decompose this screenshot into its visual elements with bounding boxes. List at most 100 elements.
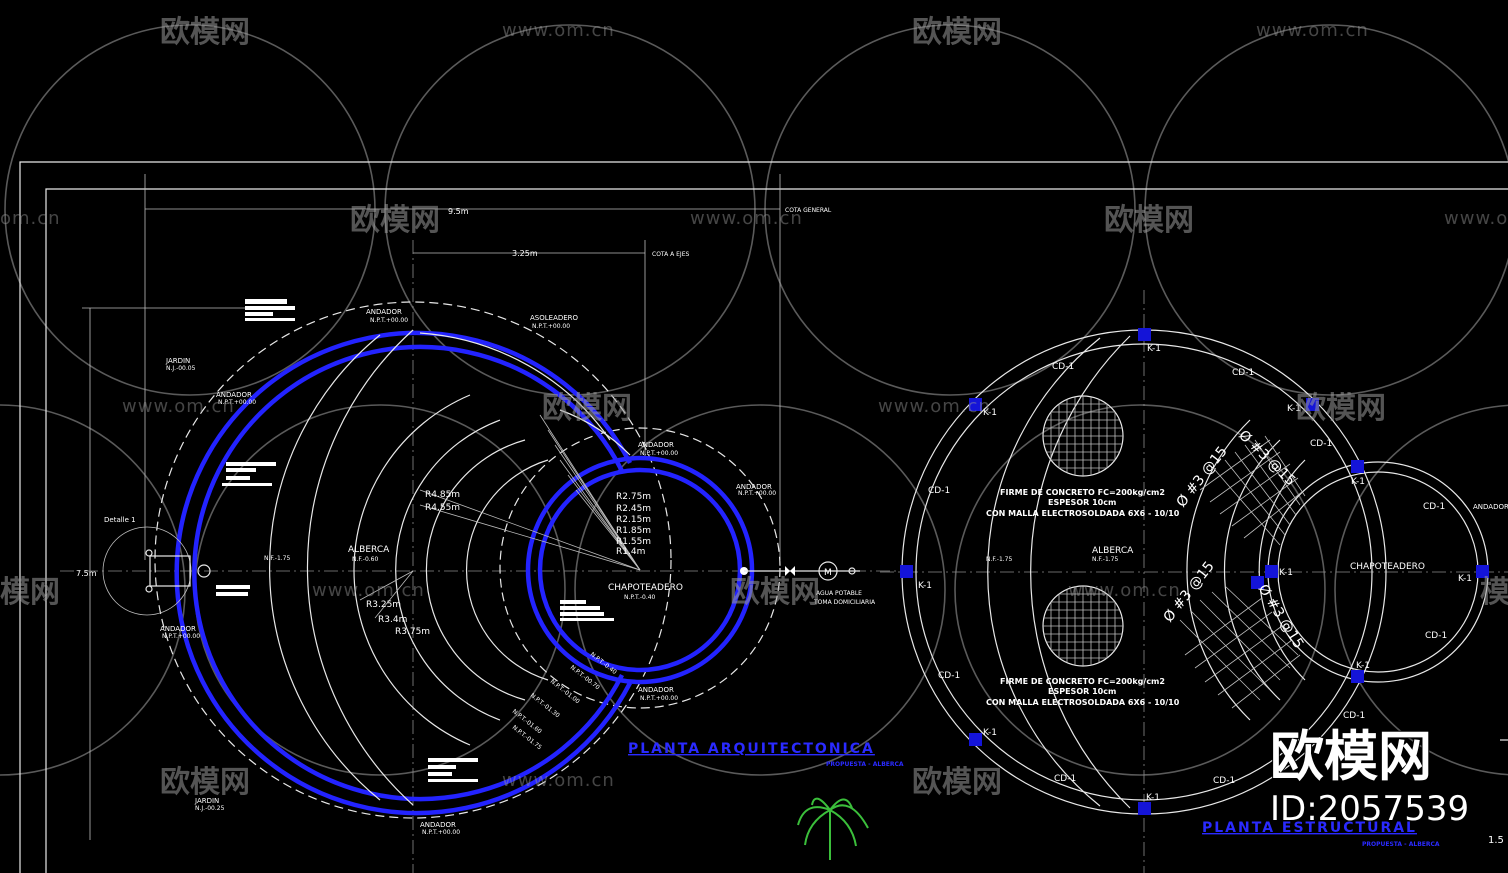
level-label: N.P.T.+00.00 [422, 829, 460, 836]
watermark-site: www.om.cn [690, 208, 803, 229]
level-label: N.P.T.+00.00 [162, 633, 200, 640]
watermark-site: www.om.cn [502, 20, 615, 41]
andador-label: ANDADOR [1473, 503, 1508, 511]
stamp-brand: 欧模网 [1270, 725, 1432, 788]
alberca-label: ALBERCA [1092, 546, 1134, 556]
agua-potable-label: AGUA POTABLE [816, 590, 862, 597]
andador-label: ANDADOR [736, 483, 772, 491]
watermark-brand: 模网 [0, 575, 60, 610]
watermark-brand: 欧模网 [730, 575, 820, 610]
structural-title: PLANTA ESTRUCTURAL [1202, 820, 1417, 836]
level-label: N.F.-1.75 [264, 555, 290, 562]
level-label: N.J.-00.05 [166, 365, 196, 372]
watermark-brand: 欧模网 [350, 203, 440, 238]
chapoteadero-label: CHAPOTEADERO [1350, 562, 1425, 572]
step-level: N.P.T.-01.30 [529, 692, 561, 719]
watermark-site: www.om.cn [312, 580, 425, 601]
water-supply: M [740, 561, 860, 581]
level-label: N.J.-00.25 [195, 805, 225, 812]
watermark-site: www.om.cn [1444, 208, 1508, 229]
architectural-plan: 9.5m COTA GENERAL 3.25m COTA A EJES 7.5m [60, 174, 904, 873]
firme-text: CON MALLA ELECTROSOLDADA 6X6 - 10/10 [986, 698, 1180, 707]
text-blocks [216, 299, 614, 782]
structural-subtitle: PROPUESTA - ALBERCA [1362, 841, 1440, 848]
radius-label: R3.75m [395, 627, 430, 637]
column-label: K-1 [1146, 793, 1160, 803]
edge-label: 1.5 [1488, 835, 1504, 846]
andador-label: ANDADOR [160, 625, 196, 633]
level-label: N.F.-1.75 [1092, 556, 1118, 563]
level-label: N.P.T.+00.00 [640, 450, 678, 457]
column-label: K-1 [1351, 477, 1365, 487]
level-label: N.F.-0.60 [352, 556, 378, 563]
andador-label: ANDADOR [216, 391, 252, 399]
radius-label: R2.15m [616, 515, 651, 525]
firme-text: ESPESOR 10cm [1048, 498, 1116, 507]
andador-label: ANDADOR [420, 821, 456, 829]
detalle-label: Detalle 1 [104, 516, 136, 524]
watermark-brand: 欧模网 [542, 391, 632, 426]
beam-label: CD-1 [1213, 776, 1235, 786]
column-label: K-1 [983, 408, 997, 418]
height-dimension: 7.5m [76, 569, 97, 578]
beam-label: CD-1 [938, 671, 960, 681]
watermark-brand: 欧模网 [912, 15, 1002, 50]
watermark-brand: 欧模网 [160, 765, 250, 800]
watermark-brand: 欧模网 [1104, 203, 1194, 238]
watermark-site: www.om.cn [878, 396, 991, 417]
firme-text: FIRME DE CONCRETO FC=200kg/cm2 [1000, 488, 1165, 497]
watermark-brand: 模网 [1480, 575, 1508, 610]
level-label: N.P.T.+00.00 [532, 323, 570, 330]
watermark-site: www.om.cn [1068, 580, 1181, 601]
rebar-mesh [1179, 435, 1306, 709]
level-label: N.P.T.-0.40 [624, 594, 656, 601]
watermark-site: www.om.cn [502, 770, 615, 791]
chapoteadero-label: CHAPOTEADERO [608, 583, 683, 593]
beam-label: CD-1 [1425, 631, 1447, 641]
column-label: K-1 [1147, 344, 1161, 354]
column-label: K-1 [1356, 661, 1370, 671]
level-label: N.P.T.+00.00 [370, 317, 408, 324]
radius-label: R1.55m [616, 537, 651, 547]
watermark-brand: 欧模网 [1296, 391, 1386, 426]
radius-label: R3.4m [378, 615, 407, 625]
asoleadero-label: ASOLEADERO [530, 314, 579, 322]
architectural-title: PLANTA ARQUITECTONICA [628, 741, 875, 757]
axis-dimension: 3.25m [512, 249, 538, 258]
beam-label: CD-1 [1310, 439, 1332, 449]
column-label: K-1 [918, 581, 932, 591]
radius-label: R2.75m [616, 492, 651, 502]
watermark-site: www.om.cn [122, 396, 235, 417]
toma-label: TOMA DOMICILIARIA [813, 599, 876, 606]
watermark-brand: 欧模网 [912, 765, 1002, 800]
firme-text: ESPESOR 10cm [1048, 687, 1116, 696]
alberca-label: ALBERCA [348, 545, 390, 555]
watermarks: 欧模网 www.om.cn 欧模网 www.om.cn om.cn 欧模网 ww… [0, 15, 1508, 800]
radius-label: R1.4m [616, 547, 645, 557]
jardin-label: JARDIN [194, 797, 219, 805]
jardin-label: JARDIN [165, 357, 190, 365]
sheet-frame: 1.5 [19, 161, 1508, 873]
watermark-site: www.om.cn [1256, 20, 1369, 41]
radius-label: R4.55m [425, 503, 460, 513]
firme-text: FIRME DE CONCRETO FC=200kg/cm2 [1000, 677, 1165, 686]
beam-label: CD-1 [1343, 711, 1365, 721]
andador-label: ANDADOR [638, 686, 674, 694]
architectural-subtitle: PROPUESTA - ALBERCA [826, 761, 904, 768]
columns [900, 328, 1489, 815]
level-label: N.P.T.+00.00 [218, 399, 256, 406]
beam-label: CD-1 [1054, 774, 1076, 784]
overall-dimension: 9.5m [448, 207, 469, 216]
beam-label: CD-1 [1052, 362, 1074, 372]
svg-text:M: M [824, 568, 832, 578]
firme-text: CON MALLA ELECTROSOLDADA 6X6 - 10/10 [986, 509, 1180, 518]
beam-label: CD-1 [1423, 502, 1445, 512]
cota-ejes-label: COTA A EJES [652, 251, 689, 258]
radius-label: R3.25m [366, 600, 401, 610]
level-label: N.P.T.+00.00 [640, 695, 678, 702]
cota-general-label: COTA GENERAL [785, 207, 832, 214]
step-level: N.P.T.-01.00 [549, 678, 581, 705]
radius-label: R2.45m [616, 504, 651, 514]
andador-label: ANDADOR [638, 441, 674, 449]
radius-label: R1.85m [616, 526, 651, 536]
